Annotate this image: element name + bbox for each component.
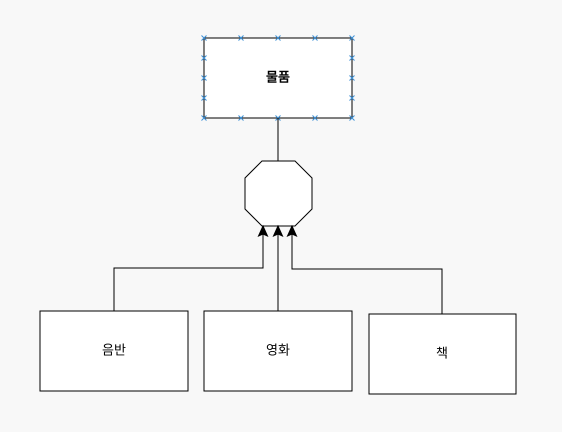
parent-entity-label: 물품	[266, 71, 290, 86]
child-connectors	[113, 224, 443, 314]
generalization-connector-octagon[interactable]	[244, 160, 313, 227]
selection-handle[interactable]	[349, 55, 355, 61]
child-entity-album-label: 음반	[102, 344, 126, 359]
parent-entity-node[interactable]: 물품	[201, 35, 355, 121]
connector-book[interactable]	[291, 234, 443, 314]
selection-handle[interactable]	[201, 55, 207, 61]
child-entity-movie-box[interactable]	[203, 310, 353, 392]
selection-handle[interactable]	[201, 115, 207, 121]
arrowhead-book	[286, 224, 298, 237]
selection-handle[interactable]	[349, 75, 355, 81]
child-entity-movie-label: 영화	[266, 344, 290, 359]
selection-handles[interactable]	[201, 35, 355, 121]
child-entity-album-box[interactable]	[39, 310, 189, 392]
selection-handle[interactable]	[349, 115, 355, 121]
child-entity-book[interactable]: 책	[368, 313, 517, 395]
selection-handle[interactable]	[349, 95, 355, 101]
arrowhead-movie	[272, 224, 284, 237]
child-entity-movie[interactable]: 영화	[203, 310, 353, 392]
connector-album[interactable]	[113, 234, 264, 311]
selection-handle[interactable]	[312, 35, 318, 41]
selection-handle[interactable]	[201, 75, 207, 81]
selection-handle[interactable]	[312, 115, 318, 121]
child-entity-book-label: 책	[436, 347, 448, 362]
selection-handle[interactable]	[349, 35, 355, 41]
child-entity-book-box[interactable]	[368, 313, 517, 395]
selection-handle[interactable]	[201, 35, 207, 41]
arrowhead-album	[257, 224, 269, 237]
selection-handle[interactable]	[238, 35, 244, 41]
selection-handle[interactable]	[238, 115, 244, 121]
selection-handle[interactable]	[201, 95, 207, 101]
parent-entity-box[interactable]	[203, 37, 353, 119]
child-entity-album[interactable]: 음반	[39, 310, 189, 392]
selection-handle[interactable]	[275, 35, 281, 41]
